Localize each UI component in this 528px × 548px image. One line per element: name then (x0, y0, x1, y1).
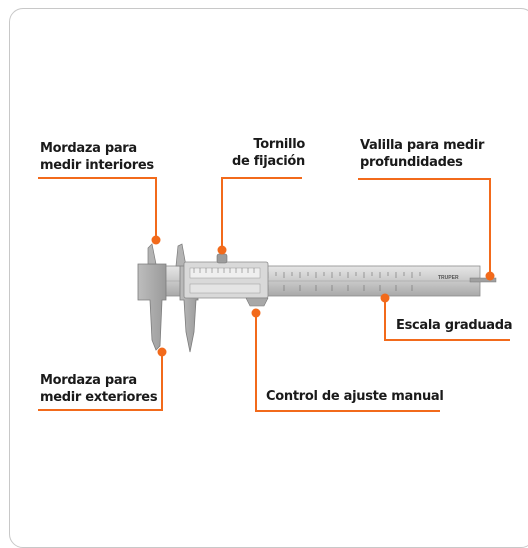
label-jaw-outside-line1: Mordaza para (40, 373, 137, 388)
label-control-text: Control de ajuste manual (266, 389, 444, 404)
caliper-body: TRUPER (137, 243, 497, 353)
label-jaw-outside: Mordaza para medir exteriores (40, 372, 158, 406)
label-screw-line1: Tornillo (253, 137, 305, 152)
label-jaw-inside-line2: medir interiores (40, 158, 154, 173)
label-screw-line2: de fijación (231, 154, 305, 169)
callout-dots (151, 235, 495, 357)
callout-lines (38, 177, 510, 412)
label-depth-rod: Valilla para medir profundidades (360, 137, 484, 171)
label-depth-rod-line1: Valilla para medir (360, 138, 485, 153)
label-scale-text: Escala graduada (396, 318, 513, 333)
caliper-diagram: TRUPER (38, 177, 510, 412)
label-scale: Escala graduada (396, 317, 513, 334)
label-control: Control de ajuste manual (266, 388, 444, 405)
label-jaw-inside: Mordaza para medir interiores (40, 140, 154, 174)
label-jaw-inside-line1: Mordaza para (40, 141, 137, 156)
label-jaw-outside-line2: medir exteriores (40, 390, 158, 405)
brand-mark: TRUPER (438, 275, 459, 281)
label-screw: Tornillo de fijación (229, 136, 305, 170)
label-depth-rod-line2: profundidades (360, 155, 463, 170)
